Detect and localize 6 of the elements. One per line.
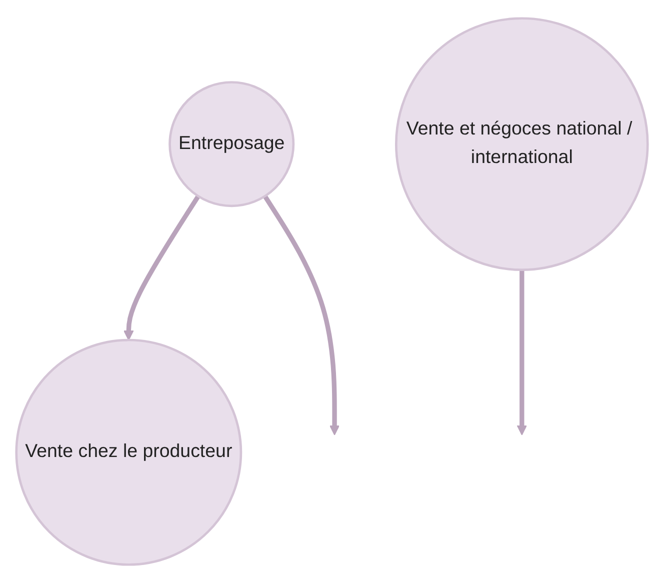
- arrow: [516, 270, 528, 436]
- arrow: [262, 194, 340, 436]
- node-circle: Vente chez le producteur: [15, 338, 242, 566]
- node-circle: Entreposage: [168, 81, 295, 208]
- arrow: [124, 194, 200, 340]
- node-circle: Vente et négoces national / international: [394, 17, 649, 272]
